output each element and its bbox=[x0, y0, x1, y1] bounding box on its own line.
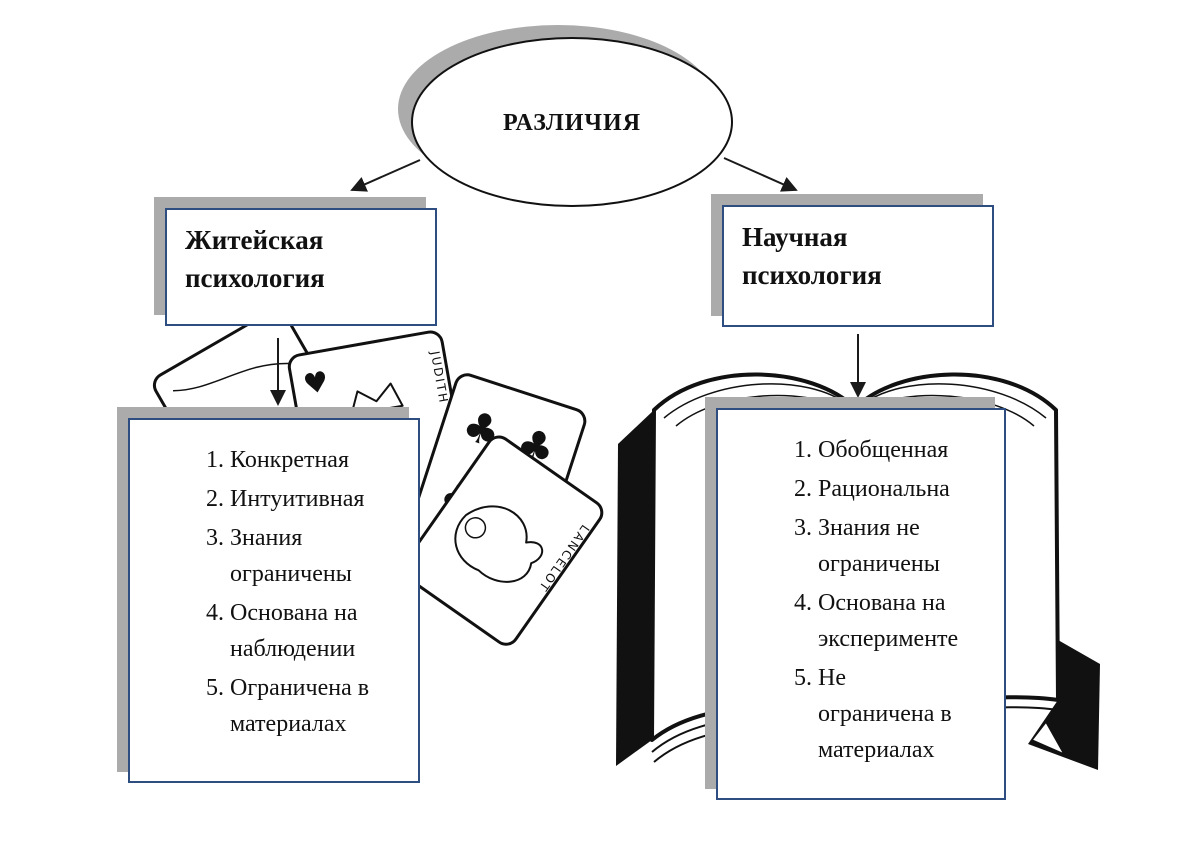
diagram-title: РАЗЛИЧИЯ bbox=[502, 110, 642, 136]
heart-icon: ♥ bbox=[301, 365, 331, 402]
list-item: Интуитивная bbox=[230, 481, 408, 517]
book-left-edge bbox=[616, 410, 654, 766]
arrow-to-right-header bbox=[723, 157, 798, 192]
list-item: Знания ограничены bbox=[230, 520, 408, 592]
knight-horse-sketch bbox=[454, 505, 544, 583]
book-flipped-corner bbox=[1031, 721, 1065, 755]
right-header-label: Научная психология bbox=[742, 222, 882, 290]
differences-ellipse bbox=[411, 37, 733, 207]
list-item: Основана на эксперименте bbox=[818, 585, 994, 657]
queen-crown bbox=[350, 382, 404, 416]
list-item: Основана на наблюдении bbox=[230, 595, 408, 667]
left-list-box: КонкретнаяИнтуитивнаяЗнания ограниченыОс… bbox=[128, 418, 420, 783]
left-list: КонкретнаяИнтуитивнаяЗнания ограниченыОс… bbox=[130, 442, 408, 742]
list-item: Знания не ограничены bbox=[818, 510, 994, 582]
left-header-label: Житейская психология bbox=[185, 225, 325, 293]
list-item: Обобщенная bbox=[818, 432, 994, 468]
right-list-box: ОбобщеннаяРациональнаЗнания не ограничен… bbox=[716, 408, 1006, 800]
list-item: Не ограничена в материалах bbox=[818, 660, 994, 768]
right-list: ОбобщеннаяРациональнаЗнания не ограничен… bbox=[718, 432, 994, 768]
left-header-box: Житейская психология bbox=[165, 208, 437, 326]
right-header-box: Научная психология bbox=[722, 205, 994, 327]
list-item: Конкретная bbox=[230, 442, 408, 478]
arrow-to-left-header bbox=[350, 159, 421, 192]
list-item: Ограничена в материалах bbox=[230, 670, 408, 742]
list-item: Рациональна bbox=[818, 471, 994, 507]
